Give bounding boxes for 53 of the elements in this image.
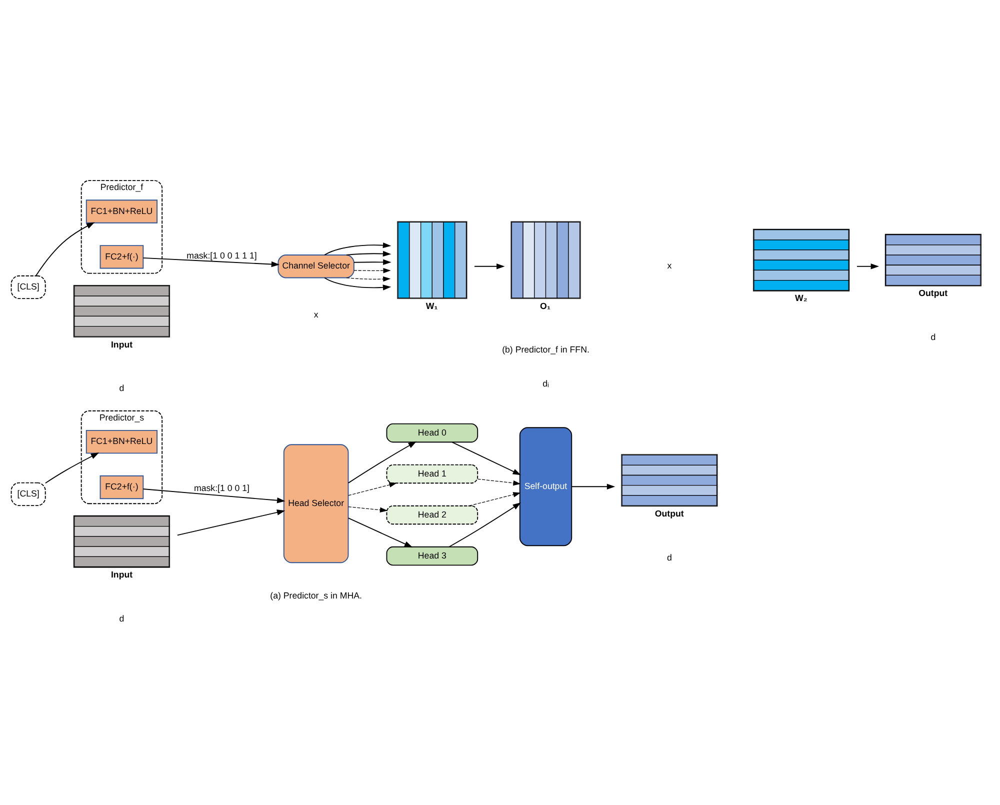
label: d	[930, 332, 936, 342]
node-label: W₁	[426, 300, 438, 310]
label: x	[667, 260, 672, 270]
node-box: Head 1	[386, 464, 478, 484]
arrow	[346, 276, 391, 282]
node-box: FC2+f(·)	[100, 474, 144, 499]
node-box: [CLS]	[10, 274, 46, 299]
node-label: W₂	[794, 292, 808, 303]
arrow	[348, 440, 416, 483]
node-box: FC1+BN+ReLU	[86, 429, 158, 454]
label: d	[119, 612, 124, 623]
node-box: Self-output	[519, 426, 572, 546]
arrow	[474, 263, 505, 269]
arrow	[324, 242, 392, 255]
arrow	[142, 256, 280, 267]
arrow	[354, 258, 392, 265]
arrow	[354, 267, 391, 273]
node-label: Input	[110, 569, 133, 580]
node-box: [CLS]	[10, 482, 46, 506]
node-box: FC2+f(·)	[100, 244, 144, 268]
arrow	[142, 488, 286, 503]
arrow	[468, 492, 521, 506]
edge-label: mask:[1 0 0 1 1 1]	[186, 250, 257, 260]
arrow	[348, 506, 388, 512]
label: d	[666, 552, 672, 562]
node-box: Head 2	[386, 504, 478, 524]
arrow	[348, 482, 397, 496]
label: x	[314, 308, 318, 319]
label: (b) Predictor_f in FFN.	[502, 344, 590, 354]
node-box: Channel Selector	[278, 254, 354, 278]
arrow	[44, 452, 100, 484]
node-box: Head 0	[386, 422, 478, 442]
arrow	[348, 517, 413, 547]
arrow	[477, 478, 521, 486]
edge-label: mask:[1 0 0 1]	[194, 482, 250, 493]
node-label: O₁	[540, 300, 551, 310]
arrow	[452, 441, 522, 475]
arrow	[35, 222, 95, 276]
arrow	[176, 509, 286, 536]
arrow	[856, 263, 880, 269]
arrow	[448, 502, 522, 547]
label: d	[119, 382, 124, 393]
label: (a) Predictor_s in MHA.	[270, 590, 362, 600]
node-label: Input	[110, 338, 133, 349]
arrow	[346, 250, 392, 256]
node-box: Head Selector	[283, 444, 349, 563]
node-box: Head 3	[386, 546, 478, 566]
node-label: Output	[654, 508, 684, 518]
node-label: Output	[918, 288, 948, 298]
node-box: FC1+BN+ReLU	[86, 199, 158, 223]
arrow	[324, 276, 392, 290]
arrow	[571, 483, 616, 489]
label: dᵢ	[542, 378, 549, 388]
